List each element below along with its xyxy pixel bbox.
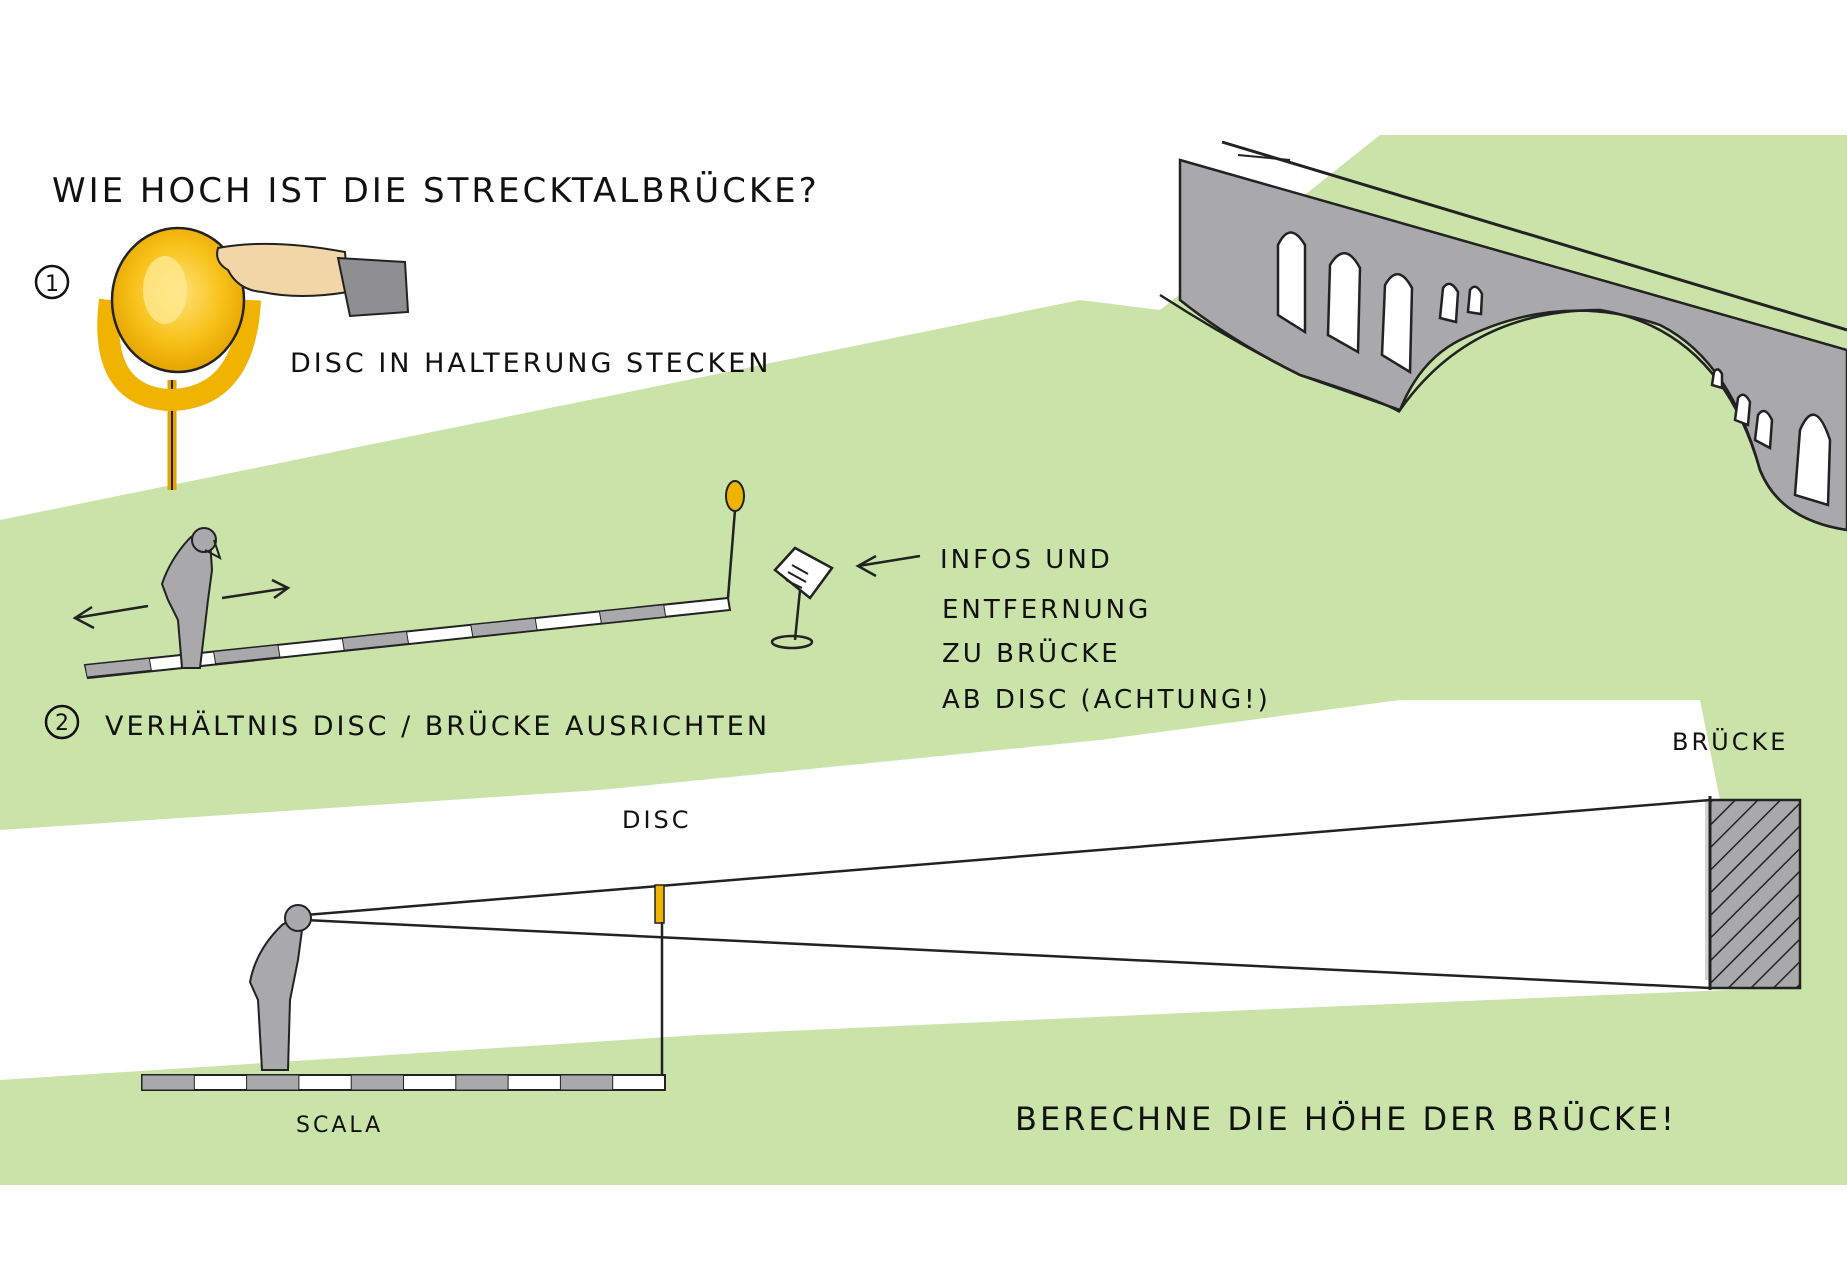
bridge-opening: [1710, 368, 1724, 390]
info-sign-post: [793, 589, 802, 641]
observer-body: [248, 920, 304, 1071]
disc-holder-illustration: [97, 226, 410, 490]
observer-figure: [248, 904, 312, 1071]
bridge-opening: [1438, 282, 1460, 324]
step2-number-circle: [44, 704, 80, 740]
calc-instruction: BERECHNE DIE HÖHE DER BRÜCKE!: [1015, 1100, 1677, 1138]
scale-segment: [141, 1074, 195, 1091]
bridge-deck-line-2: [1237, 154, 1291, 161]
info-note: INFOS UND ENTFERNUNG ZU BRÜCKE AB DISC (…: [940, 545, 1271, 715]
step1-label: DISC IN HALTERUNG STECKEN: [290, 348, 771, 379]
right-arrow-icon: [221, 578, 291, 600]
info-note-line2: ENTFERNUNG: [942, 595, 1151, 625]
scale-segment: [350, 1074, 405, 1091]
left-arrow-icon: [72, 604, 149, 630]
person-head: [191, 527, 217, 553]
scale-segment: [84, 657, 152, 678]
step1-number: 1: [45, 272, 59, 297]
bridge-pillar-hatched: [1708, 798, 1802, 990]
scale-segment: [246, 1074, 300, 1091]
sight-scale-segments: [141, 1074, 614, 1091]
step2-group: INFOS UND ENTFERNUNG ZU BRÜCKE AB DISC (…: [44, 480, 1271, 742]
sleeve-illustration: [336, 256, 410, 318]
green-wash-lower: [0, 985, 1847, 1185]
disc-marker: [654, 884, 665, 924]
scale-segment: [341, 630, 410, 651]
sight-diagram: BRÜCKE DISC SCALA BERECHNE DIE HÖHE DER …: [141, 727, 1802, 1138]
walking-scale-segments: [84, 604, 667, 678]
bridge-opening: [1380, 273, 1414, 375]
person-walking: [160, 527, 222, 669]
pointer-arrow-icon: [855, 554, 921, 578]
step1-group: 1 DISC IN HALTERUNG STECKEN: [34, 226, 771, 490]
info-sign-board: [773, 546, 834, 600]
info-sign-base: [770, 634, 814, 650]
bridge-opening: [1753, 409, 1774, 451]
bridge-opening: [1276, 231, 1307, 335]
scale-segment: [213, 644, 281, 665]
scale-segment: [455, 1074, 509, 1091]
person-arm: [204, 539, 222, 561]
disc-pole: [726, 509, 737, 599]
info-note-line1: INFOS UND: [940, 545, 1113, 575]
scale-segment: [470, 617, 538, 638]
bridge-illustration: [1159, 140, 1847, 532]
page-title: WIE HOCH IST DIE STRECKTALBRÜCKE?: [52, 170, 820, 211]
bridge-opening: [1793, 413, 1832, 507]
sight-line-bottom: [304, 918, 1711, 990]
bridge-arch-openings: [1276, 231, 1832, 507]
disc-pole-illustration: [725, 480, 745, 599]
disc-label: DISC: [622, 806, 692, 834]
bridge-opening: [1733, 393, 1752, 427]
step2-label: VERHÄLTNIS DISC / BRÜCKE AUSRICHTEN: [105, 710, 770, 742]
bridge-label: BRÜCKE: [1672, 727, 1788, 756]
bridge-deck-line: [1221, 140, 1847, 332]
step2-number: 2: [55, 711, 69, 736]
info-note-line4: AB DISC (ACHTUNG!): [942, 685, 1271, 715]
observer-head: [284, 904, 312, 932]
info-sign-illustration: [770, 546, 834, 650]
info-note-line3: ZU BRÜCKE: [942, 637, 1121, 669]
sight-line-top: [304, 798, 1711, 917]
bridge-main-arch: [1398, 308, 1847, 532]
scale-label: SCALA: [296, 1113, 383, 1138]
bridge-lower-edge: [1159, 293, 1401, 414]
scale-segment: [598, 604, 667, 624]
scale-segment: [559, 1074, 614, 1091]
gold-disc-highlight: [143, 256, 187, 324]
holder-bracket: [97, 298, 261, 412]
disc-pole-top: [725, 480, 745, 512]
bridge-opening: [1466, 285, 1484, 316]
hand-illustration: [216, 242, 350, 297]
step1-number-circle: [34, 264, 70, 300]
bridge-opening: [1326, 252, 1362, 355]
